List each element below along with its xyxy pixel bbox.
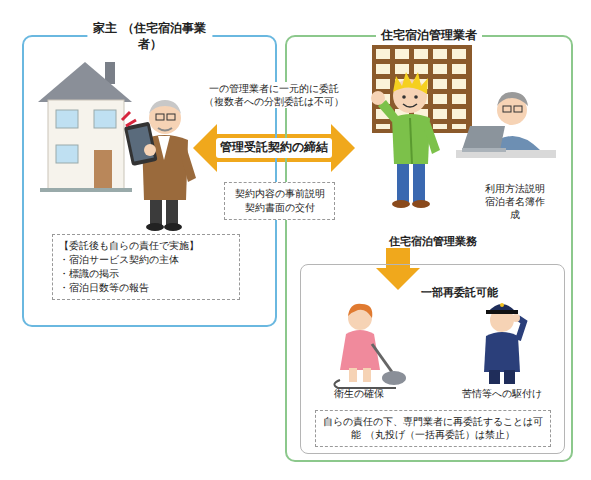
contract-arrow — [193, 124, 355, 172]
resubcontract-box: 自らの責任の下、専門業者に再委託することは可能 （丸投げ（一括再委託）は禁止） — [315, 410, 551, 447]
explain-box: 契約内容の事前説明 契約書面の交付 — [224, 182, 335, 220]
note-text: 一の管理業者に一元的に委託 （複数者への分割委託は不可） — [200, 82, 348, 108]
manager-figure — [371, 72, 440, 208]
node-heading: 【委託後も自らの責任で実施】 — [59, 239, 233, 253]
duty-box: 【委託後も自らの責任で実施】・宿泊サービス契約の主体・標識の掲示・宿泊日数等の報… — [52, 234, 240, 300]
node-heading: 家主 （住宅宿泊事業者） — [87, 20, 212, 52]
subcontract-text: 一部再委託可能 — [421, 286, 498, 300]
node-heading: 自らの責任の下、専門業者に再委託することは可能 （丸投げ（一括再委託）は禁止） — [322, 415, 544, 442]
house-illustration — [38, 62, 132, 192]
node-heading: 契約内容の事前説明 契約書面の交付 — [231, 187, 328, 215]
owner-panel: 家主 （住宅宿泊事業者）【委託後も自らの責任で実施】・宿泊サービス契約の主体・標… — [22, 35, 277, 327]
edge-label: 管理受託契約の締結 — [216, 138, 332, 158]
business-box: 住宅宿泊管理業務自らの責任の下、専門業者に再委託することは可能 （丸投げ（一括再… — [300, 230, 565, 454]
down-arrow — [376, 248, 420, 290]
officer-figure — [484, 303, 524, 384]
node-item: ・宿泊日数等の報告 — [59, 281, 233, 295]
task-text: 利用方法説明 宿泊者名簿作成 — [482, 182, 548, 221]
complaint-text: 苦情等への駆付け — [462, 387, 542, 400]
hygiene-text: 衛生の確保 — [334, 387, 384, 400]
node-item: ・宿泊サービス契約の主体 — [59, 253, 233, 267]
node-item: ・標識の掲示 — [59, 267, 233, 281]
node-heading: 住宅宿泊管理業務 — [300, 234, 565, 249]
staff-figure — [456, 92, 556, 158]
cleaner-figure — [334, 304, 406, 388]
node-heading: 住宅宿泊管理業者 — [376, 27, 482, 43]
owner-figure — [122, 100, 196, 231]
